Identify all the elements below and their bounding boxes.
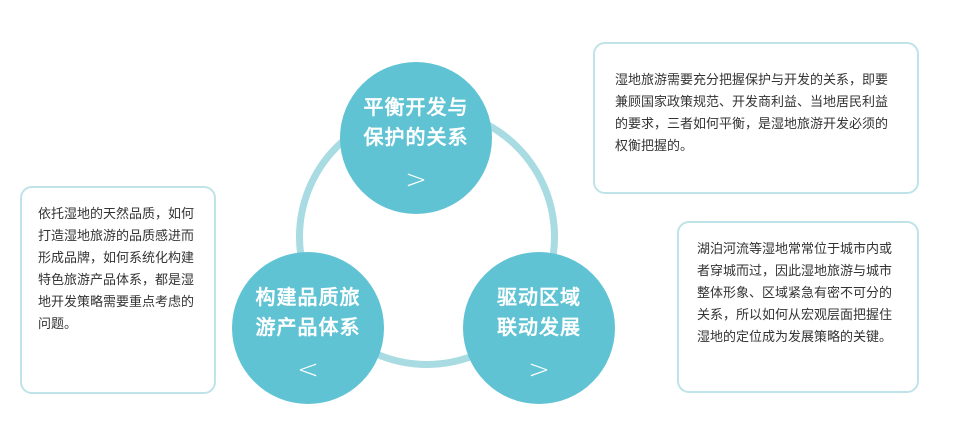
circle-left-title: 构建品质旅 游产品体系: [255, 285, 361, 339]
chevron-right-icon[interactable]: >: [528, 355, 550, 385]
description-text-bottom-right: 湖泊河流等湿地常常位于城市内或者穿城而过，因此湿地旅游与城市整体形象、区域紧急有…: [697, 242, 893, 345]
circle-right-title: 驱动区域 联动发展: [497, 285, 581, 339]
description-box-top-right: 湿地旅游需要充分把握保护与开发的关系，即要兼顾国家政策规范、开发商利益、当地居民…: [593, 42, 919, 194]
description-box-bottom-right: 湖泊河流等湿地常常位于城市内或者穿城而过，因此湿地旅游与城市整体形象、区域紧急有…: [677, 221, 919, 393]
circle-regional-linkage[interactable]: 驱动区域 联动发展 >: [463, 252, 615, 404]
circle-quality-product-system[interactable]: 构建品质旅 游产品体系 <: [232, 252, 384, 404]
chevron-left-icon[interactable]: <: [297, 355, 319, 385]
chevron-right-icon[interactable]: >: [405, 165, 427, 195]
description-box-left: 依托湿地的天然品质，如何打造湿地旅游的品质感进而形成品牌，如何系统化构建特色旅游…: [20, 186, 216, 394]
description-text-top-right: 湿地旅游需要充分把握保护与开发的关系，即要兼顾国家政策规范、开发商利益、当地居民…: [615, 73, 889, 154]
circle-balance-development-protection[interactable]: 平衡开发与 保护的关系 >: [340, 62, 492, 214]
description-text-left: 依托湿地的天然品质，如何打造湿地旅游的品质感进而形成品牌，如何系统化构建特色旅游…: [38, 207, 195, 332]
circle-top-title: 平衡开发与 保护的关系: [363, 95, 469, 149]
